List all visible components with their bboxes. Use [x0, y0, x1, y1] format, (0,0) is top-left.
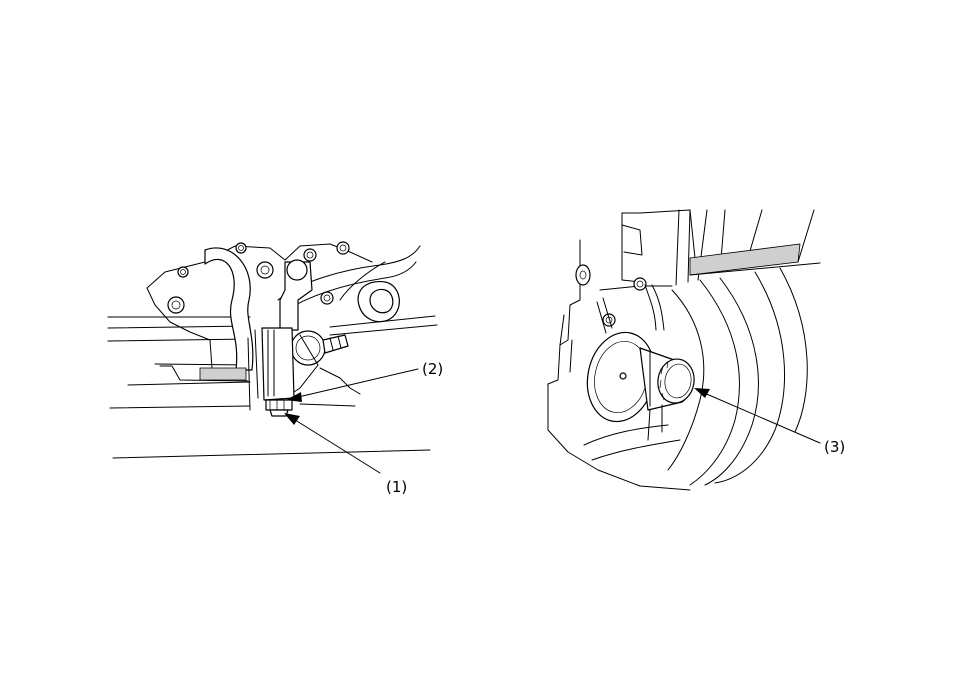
callout-1-arrowhead	[284, 413, 300, 425]
callout-1: (1)	[284, 413, 407, 496]
left-engine-illustration	[108, 242, 437, 458]
callout-3-label: (3)	[824, 438, 845, 456]
callout-3-arrowhead	[694, 388, 710, 398]
callout-2: (2)	[286, 360, 443, 402]
callout-1-label: (1)	[386, 478, 407, 496]
callout-2-label: (2)	[422, 360, 443, 378]
callout-3: (3)	[694, 388, 845, 456]
right-engine-illustration	[548, 210, 820, 490]
